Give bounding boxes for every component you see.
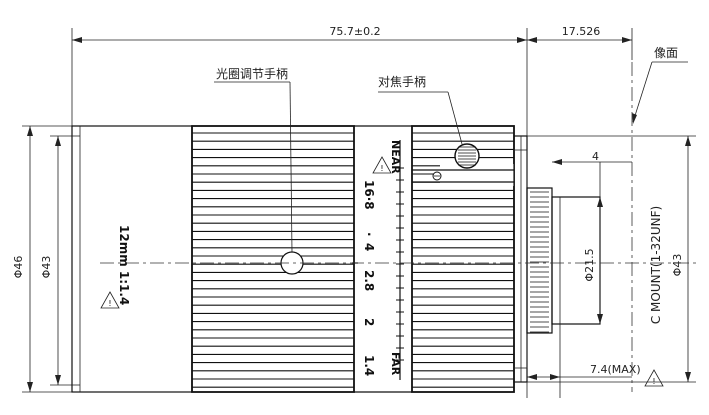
rear-diameter-label: Φ43 (671, 254, 684, 277)
mount-depth-dimension: 4 (552, 150, 632, 197)
c-mount-thread (526, 187, 601, 334)
mount-spec-label: C MOUNT(1-32UNF) (649, 206, 663, 324)
overall-length-label: 75.7±0.2 (329, 25, 380, 38)
aperture-scale-2-8: 2.8 (362, 270, 376, 291)
outer-diameter-dimension: Φ46 (12, 125, 190, 393)
image-plane-label: 像面 (654, 46, 678, 60)
warning-icon: ! (100, 291, 120, 309)
image-plane-callout: 像面 (631, 46, 688, 392)
body-diameter-dimension: Φ43 (40, 135, 72, 386)
flange-distance-label: 17.526 (562, 25, 601, 38)
scale-band: NEAR FAR 16·8 · 4 2.8 2 1.4 (352, 125, 412, 393)
iris-ring-label: 光圈调节手柄 (216, 67, 288, 81)
warning-icon: ! (644, 369, 664, 387)
max-protrusion-label: 7.4(MAX) (590, 363, 641, 376)
overall-length-dimension: 75.7±0.2 (71, 25, 528, 140)
aperture-scale-4: 4 (362, 243, 376, 251)
svg-text:!: ! (652, 377, 655, 386)
flange-distance-dimension: 17.526 (527, 25, 633, 60)
mount-depth-label: 4 (592, 150, 599, 163)
aperture-scale-2: 2 (362, 318, 376, 326)
iris-ring: 光圈调节手柄 (191, 67, 355, 393)
body-diameter-label: Φ43 (40, 256, 53, 279)
focus-ring-label: 对焦手柄 (378, 75, 426, 89)
focus-near-label: NEAR (389, 140, 402, 174)
warning-icon: ! (372, 156, 392, 174)
mount-diameter-dimension: Φ21.5 (583, 197, 603, 324)
focus-ring: 对焦手柄 (378, 75, 515, 393)
svg-text:!: ! (380, 164, 383, 173)
svg-text:!: ! (108, 299, 111, 308)
lens-spec-label: 12mm 1:1.4 (117, 225, 131, 305)
mount-diameter-label: Φ21.5 (583, 248, 596, 281)
outer-diameter-label: Φ46 (12, 256, 25, 279)
front-barrel: 12mm 1:1.4 (71, 125, 193, 393)
rear-diameter-dimension: Φ43 (527, 135, 696, 383)
aperture-scale-1-4: 1.4 (362, 355, 376, 376)
max-protrusion-dimension: 7.4(MAX) (526, 324, 641, 398)
aperture-scale-dot: · (362, 232, 376, 237)
aperture-scale-16-8: 16·8 (362, 180, 376, 210)
rear-flange (513, 135, 528, 383)
focus-far-label: FAR (389, 352, 402, 376)
